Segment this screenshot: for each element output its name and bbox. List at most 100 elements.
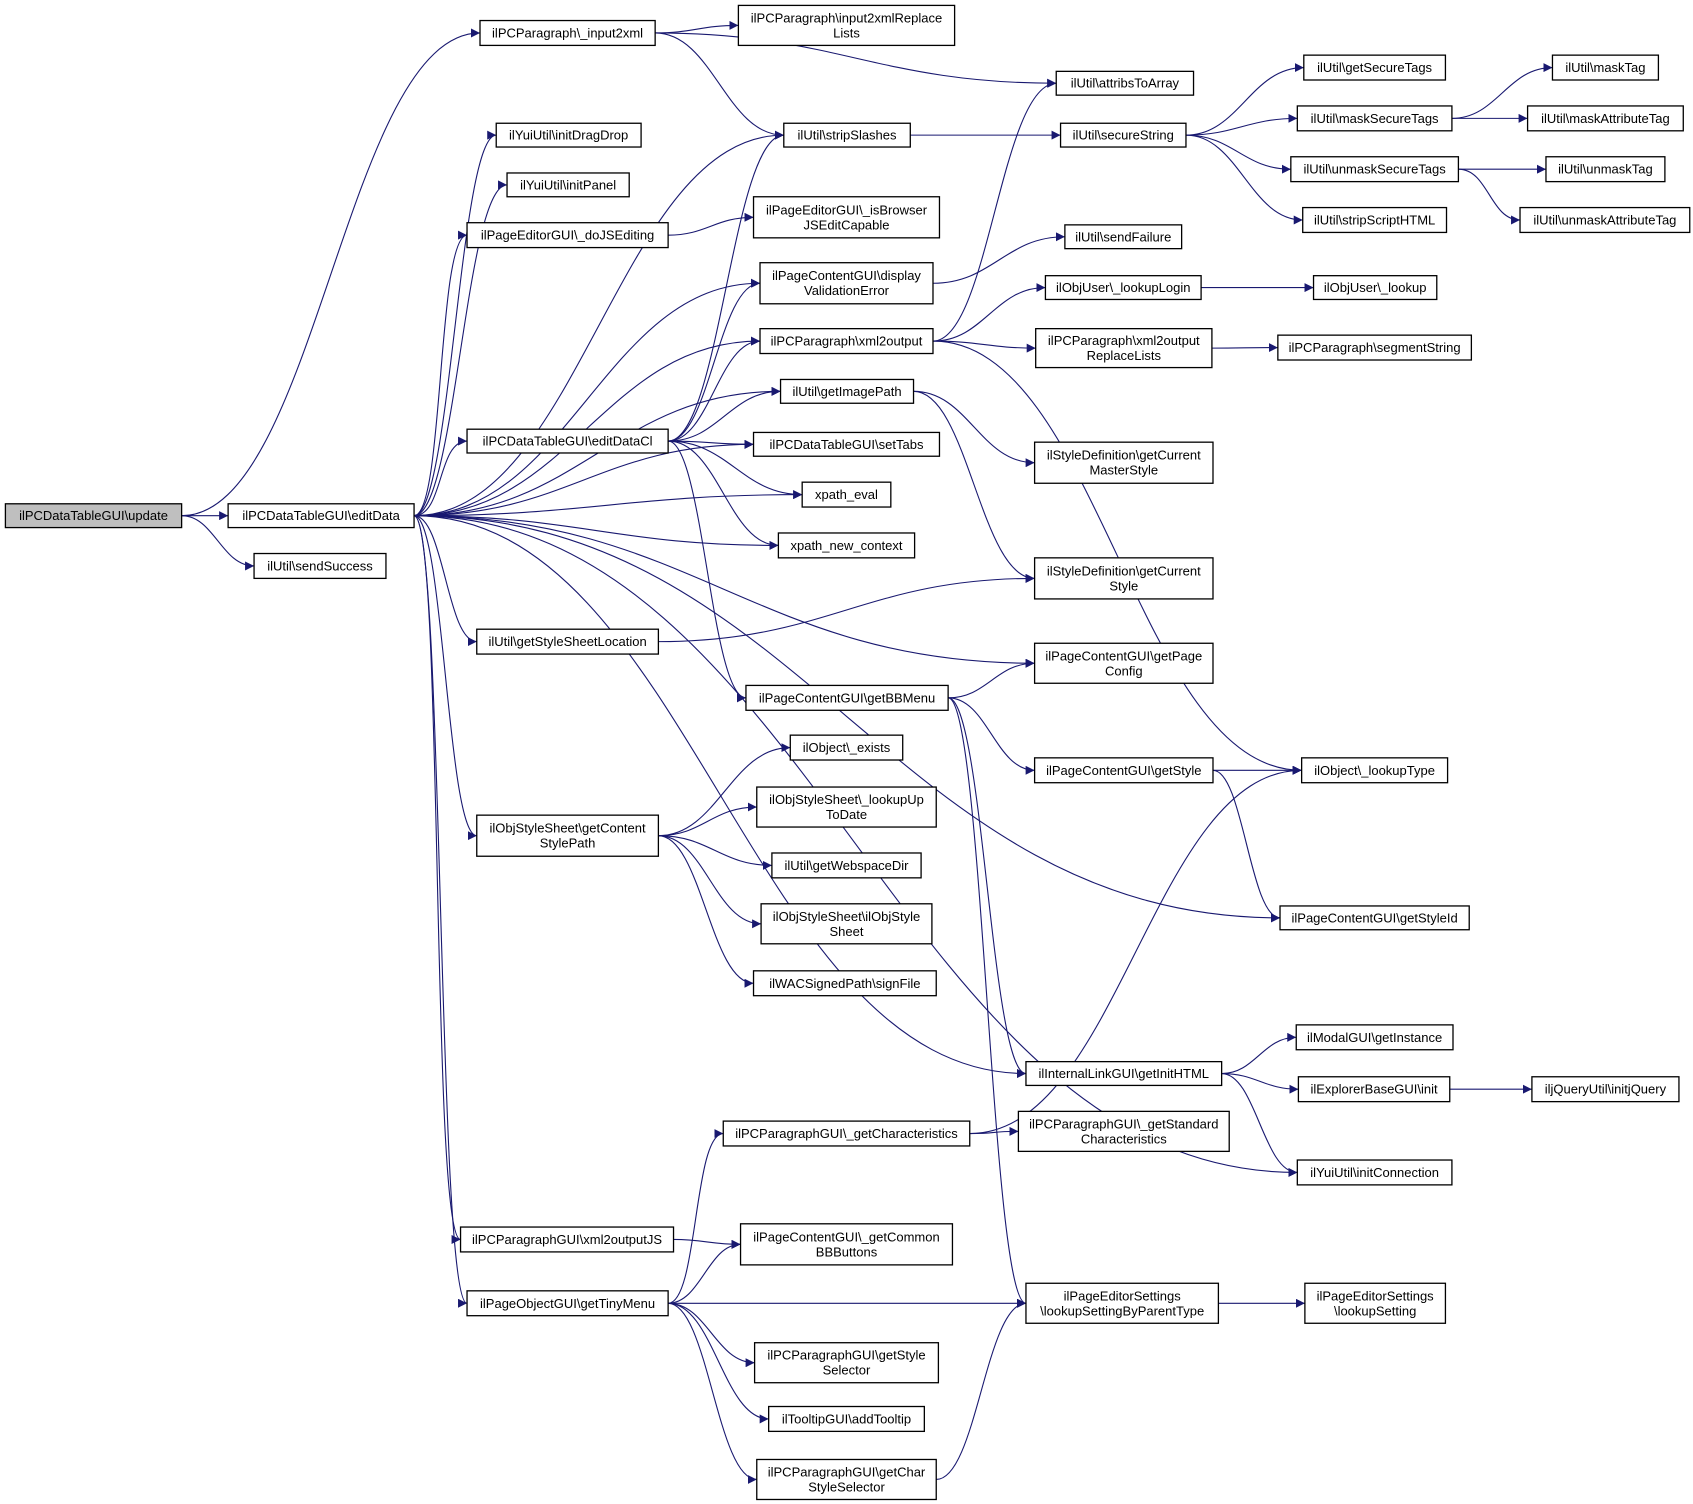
node-update[interactable]: ilPCDataTableGUI\update xyxy=(4,503,183,529)
node-input2xml[interactable]: ilPCParagraph\_input2xml xyxy=(479,19,656,47)
node-lookup-login[interactable]: ilObjUser\_lookupLogin xyxy=(1044,275,1202,301)
node-send-failure[interactable]: ilUtil\sendFailure xyxy=(1064,224,1183,250)
node-label: ilPCParagraph\input2xmlReplace xyxy=(751,10,943,25)
node-label: Selector xyxy=(823,1363,871,1378)
node-get-secure-tags[interactable]: ilUtil\getSecureTags xyxy=(1303,54,1447,81)
node-unmask-tag[interactable]: ilUtil\unmaskTag xyxy=(1545,156,1666,183)
edge-edit-data-to-display-val-err xyxy=(414,278,761,517)
node-label: StylePath xyxy=(540,836,596,851)
node-label: ValidationError xyxy=(804,283,890,298)
node-explorer-init[interactable]: ilExplorerBaseGUI\init xyxy=(1297,1076,1451,1103)
node-box xyxy=(739,1223,954,1266)
node-edit-data[interactable]: ilPCDataTableGUI\editData xyxy=(227,503,415,529)
node-box xyxy=(768,1405,925,1433)
node-box xyxy=(1300,757,1449,784)
node-box xyxy=(756,786,937,828)
node-get-instance[interactable]: ilModalGUI\getInstance xyxy=(1295,1024,1454,1051)
edge-get-style-to-get-style-id xyxy=(1212,769,1281,923)
node-init-drag-drop[interactable]: ilYuiUtil\initDragDrop xyxy=(495,122,642,148)
node-box xyxy=(1033,757,1214,784)
node-send-success[interactable]: ilUtil\sendSuccess xyxy=(253,552,387,580)
edge-edit-data-to-get-content-style-path xyxy=(413,515,477,841)
node-box xyxy=(722,1120,971,1147)
node-get-bbmenu[interactable]: ilPageContentGUI\getBBMenu xyxy=(745,684,949,711)
edge-edit-data-to-xpath-eval xyxy=(414,490,803,517)
node-label: ilPCParagraphGUI\xml2outputJS xyxy=(472,1232,662,1247)
node-il-obj-style-sheet[interactable]: ilObjStyleSheet\ilObjStyleSheet xyxy=(760,903,933,945)
edge-input2xml-to-attribs-to-array xyxy=(655,32,1057,88)
node-get-style-sheet-location[interactable]: ilUtil\getStyleSheetLocation xyxy=(476,628,660,655)
node-unmask-attribute-tag[interactable]: ilUtil\unmaskAttributeTag xyxy=(1519,206,1691,234)
node-get-characteristics[interactable]: ilPCParagraphGUI\_getCharacteristics xyxy=(722,1120,971,1147)
edge-get-image-path-to-get-current-master-style xyxy=(913,390,1035,468)
node-mask-attribute-tag[interactable]: ilUtil\maskAttributeTag xyxy=(1526,105,1684,132)
node-set-tabs[interactable]: ilPCDataTableGUI\setTabs xyxy=(752,431,941,457)
node-lookup-type[interactable]: ilObject\_lookupType xyxy=(1300,757,1449,784)
node-add-tooltip[interactable]: ilTooltipGUI\addTooltip xyxy=(768,1405,925,1433)
node-lookup-setting[interactable]: ilPageEditorSettings\lookupSetting xyxy=(1304,1282,1447,1324)
node-get-standard-char[interactable]: ilPCParagraphGUI\_getStandardCharacteris… xyxy=(1017,1110,1230,1153)
node-label: ilUtil\stripScriptHTML xyxy=(1314,213,1435,228)
node-xml2output-js[interactable]: ilPCParagraphGUI\xml2outputJS xyxy=(459,1226,675,1253)
node-label: xpath_eval xyxy=(815,487,878,502)
node-label: ilObjUser\_lookupLogin xyxy=(1056,280,1190,295)
node-label: ilPageEditorGUI\_isBrowser xyxy=(766,202,928,217)
node-xpath-new-context[interactable]: xpath_new_context xyxy=(777,532,916,559)
node-get-tiny-menu[interactable]: ilPageObjectGUI\getTinyMenu xyxy=(466,1290,669,1317)
node-label: ilPageContentGUI\display xyxy=(772,268,921,283)
node-initj-query[interactable]: iljQueryUtil\initjQuery xyxy=(1531,1076,1680,1103)
node-edit-data-cl[interactable]: ilPCDataTableGUI\editDataCl xyxy=(466,428,669,454)
node-label: Lists xyxy=(833,25,860,40)
node-get-image-path[interactable]: ilUtil\getImagePath xyxy=(779,378,915,404)
node-box xyxy=(756,1458,937,1501)
node-box xyxy=(466,222,669,249)
node-label: ilPCDataTableGUI\setTabs xyxy=(770,437,924,452)
node-obj-exists[interactable]: ilObject\_exists xyxy=(789,734,904,761)
node-label: BBButtons xyxy=(816,1244,878,1259)
node-unmask-secure-tags[interactable]: ilUtil\unmaskSecureTags xyxy=(1290,156,1460,183)
node-attribs-to-array[interactable]: ilUtil\attribsToArray xyxy=(1055,70,1195,96)
node-xpath-eval[interactable]: xpath_eval xyxy=(801,481,892,508)
edge-xml2output-js-to-get-common-bb xyxy=(673,1238,741,1249)
node-sign-file[interactable]: ilWACSignedPath\signFile xyxy=(752,970,937,997)
node-init-connection[interactable]: ilYuiUtil\initConnection xyxy=(1296,1159,1453,1186)
node-label: ilStyleDefinition\getCurrent xyxy=(1047,563,1201,578)
node-get-webspace-dir[interactable]: ilUtil\getWebspaceDir xyxy=(771,852,922,879)
node-box xyxy=(1044,275,1202,301)
node-lookup-setting-by-parent[interactable]: ilPageEditorSettings\lookupSettingByPare… xyxy=(1025,1282,1220,1324)
node-secure-string[interactable]: ilUtil\secureString xyxy=(1059,122,1187,148)
node-mask-secure-tags[interactable]: ilUtil\maskSecureTags xyxy=(1296,105,1453,132)
node-get-style-id[interactable]: ilPageContentGUI\getStyleId xyxy=(1279,905,1470,931)
node-box xyxy=(1064,224,1183,250)
node-init-panel[interactable]: ilYuiUtil\initPanel xyxy=(506,172,630,198)
node-box xyxy=(737,4,956,47)
node-mask-tag[interactable]: ilUtil\maskTag xyxy=(1551,54,1660,81)
node-get-style[interactable]: ilPageContentGUI\getStyle xyxy=(1033,757,1214,784)
node-do-jsediting[interactable]: ilPageEditorGUI\_doJSEditing xyxy=(466,222,669,249)
node-strip-slashes[interactable]: ilUtil\stripSlashes xyxy=(783,122,911,148)
node-user-lookup[interactable]: ilObjUser\_lookup xyxy=(1312,275,1438,301)
node-strip-script-html[interactable]: ilUtil\stripScriptHTML xyxy=(1302,206,1448,234)
node-xml2output[interactable]: ilPCParagraph\xml2output xyxy=(759,328,934,355)
node-label: ilUtil\unmaskSecureTags xyxy=(1303,162,1446,177)
node-label: JSEditCapable xyxy=(804,217,890,232)
node-segment-string[interactable]: ilPCParagraph\segmentString xyxy=(1277,334,1473,361)
edge-input2xml-to-input2xml-rl xyxy=(655,20,739,34)
node-label: ilYuiUtil\initConnection xyxy=(1310,1165,1439,1180)
node-label: ilPCParagraphGUI\_getCharacteristics xyxy=(735,1126,958,1141)
node-box xyxy=(1302,206,1448,234)
node-get-init-html[interactable]: ilInternalLinkGUI\getInitHTML xyxy=(1025,1060,1223,1087)
node-box xyxy=(479,19,656,47)
